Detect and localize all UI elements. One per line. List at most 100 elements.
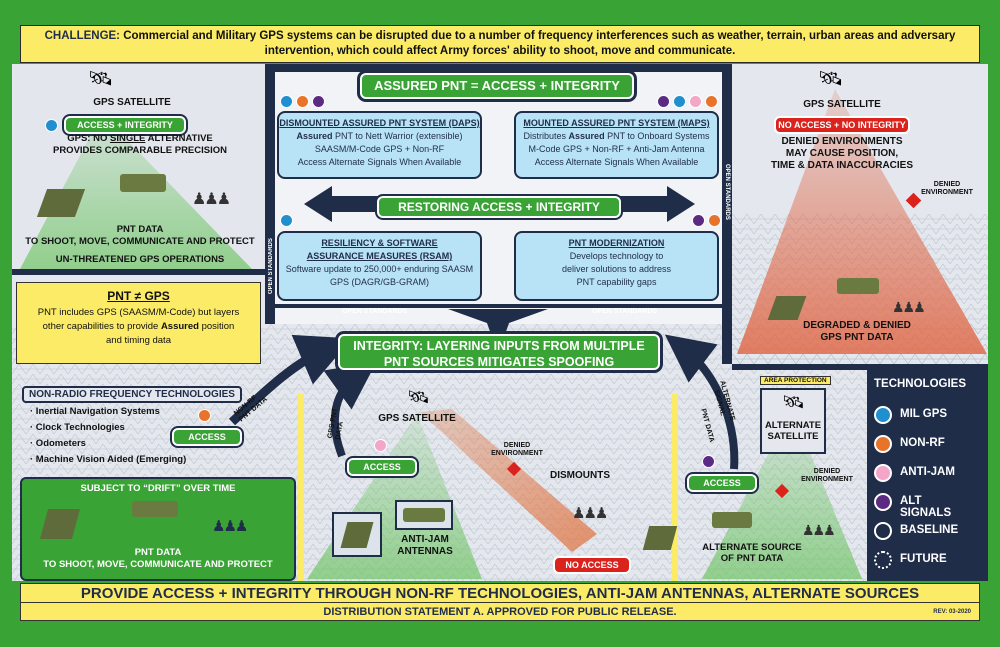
rsam-l2: GPS (DAGR/GB-GRAM)	[329, 277, 429, 287]
gps-satellite-label-left: GPS SATELLITE	[93, 97, 171, 108]
satellite-icon-alt: 🛰	[782, 392, 805, 412]
area-protection-label: AREA PROTECTION	[760, 376, 831, 385]
nonrf-item-3: · Odometers	[30, 438, 86, 449]
legend-label: NON-RF	[900, 437, 945, 449]
drift-line: SUBJECT TO “DRIFT” OVER TIME	[22, 483, 294, 494]
non-rf-dot-maps	[705, 95, 718, 108]
pnt-data-line2: TO SHOOT, MOVE, COMMUNICATE AND PROTECT	[25, 236, 255, 247]
revision-text: REV: 03-2020	[933, 609, 971, 615]
rsam-box: RESILIENCY & SOFTWARE ASSURANCE MEASURES…	[277, 231, 482, 301]
legend-dot-baseline	[874, 522, 892, 540]
alt-satellite-box: 🛰 ALTERNATE SATELLITE	[760, 388, 826, 454]
alt-source-l1: ALTERNATE SOURCE	[702, 542, 802, 553]
denied-env-label-right-top: DENIED ENVIRONMENT	[921, 181, 973, 196]
armored-vehicle-icon-right	[837, 278, 879, 294]
no-access-pill: NO ACCESS + NO INTEGRITY	[774, 116, 910, 134]
satellite-icon-middle: 🛰	[407, 387, 430, 407]
access-pill-middle: ACCESS	[347, 458, 417, 476]
daps-l2: SAASM/M-Code GPS + Non-RF	[314, 144, 445, 154]
access-pill-nonrf: ACCESS	[172, 428, 242, 446]
pnt-box-line2-pre: other capabilities to provide	[42, 321, 161, 332]
gps-no-alternative-text: GPS: NO SINGLE ALTERNATIVE PROVIDES COMP…	[20, 133, 260, 157]
legend-item-baseline: BASELINE	[874, 520, 974, 546]
maps-l1-rest: PNT to Onboard Systems	[604, 131, 710, 141]
denied-env-label-right-bottom: DENIED ENVIRONMENT	[792, 468, 862, 484]
alt-sat-l1: ALTERNATE	[764, 420, 822, 431]
denied-l1: DENIED ENVIRONMENTS	[781, 136, 903, 147]
daps-l1-bold: Assured	[296, 131, 333, 141]
footer-distribution: DISTRIBUTION STATEMENT A. APPROVED FOR P…	[20, 603, 980, 621]
gps-satellite-label-middle: GPS SATELLITE	[378, 413, 456, 424]
legend-dot-alt-signals	[874, 493, 892, 511]
non-rf-dot-bottom	[198, 409, 211, 422]
antijam-box-2	[395, 500, 453, 530]
rsam-title2: ASSURANCE MEASURES (RSAM)	[306, 251, 453, 261]
pnt-box-body: PNT includes GPS (SAASM/M-Code) but laye…	[17, 306, 260, 348]
drift-pnt2: TO SHOOT, MOVE, COMMUNICATE AND PROTECT	[43, 559, 273, 570]
integrity-line1: INTEGRITY: LAYERING INPUTS FROM MULTIPLE	[353, 339, 645, 353]
pnt-box-title: PNT ≠ GPS	[107, 289, 170, 303]
denied-right-1: DENIED	[813, 468, 841, 475]
armored-vehicle-icon-drift	[132, 501, 178, 517]
drift-pnt1: PNT DATA	[134, 547, 182, 558]
challenge-banner: CHALLENGE: Commercial and Military GPS s…	[20, 25, 980, 63]
access-pill-right: ACCESS	[687, 474, 757, 492]
drift-quote: “DRIFT”	[143, 483, 181, 494]
gps-line1-post: ALTERNATIVE	[145, 133, 213, 144]
nonrf-item-4: · Machine Vision Aided (Emerging)	[30, 454, 187, 465]
satellite-icon: 🛰	[88, 68, 114, 90]
antijam-label: ANTI-JAM ANTENNAS	[390, 534, 460, 558]
legend-label: BASELINE	[900, 524, 959, 536]
main-diagram-area: OPEN STANDARDS OPEN STANDARDS OPEN STAND…	[12, 64, 988, 581]
alt-source-label: ALTERNATE SOURCE OF PNT DATA	[692, 542, 812, 564]
mil-gps-dot	[45, 119, 58, 132]
pnt-box-line3: and timing data	[106, 335, 171, 346]
non-rf-dot-modern	[708, 214, 721, 227]
drift-box: SUBJECT TO “DRIFT” OVER TIME ♟♟♟ PNT DAT…	[20, 477, 296, 581]
dismounts-icon: ♟♟♟	[192, 191, 231, 208]
gps-line1-underlined: SINGLE	[110, 133, 146, 144]
legend-dot-mil-gps	[874, 406, 892, 424]
alt-signals-dot-bottom	[702, 455, 715, 468]
legend-dot-future	[874, 551, 892, 569]
non-rf-dot-daps	[296, 95, 309, 108]
legend-item-anti-jam: ANTI-JAM	[874, 462, 974, 488]
nonrf-title: NON-RADIO FREQUENCY TECHNOLOGIES	[22, 386, 242, 403]
assured-pnt-title: ASSURED PNT = ACCESS + INTEGRITY	[360, 73, 634, 99]
denied-l3: TIME & DATA INACCURACIES	[770, 160, 914, 171]
armored-vehicle-icon-right-bottom	[712, 512, 752, 528]
degraded-l2: GPS PNT DATA	[820, 332, 894, 343]
unthreatened-label: UN-THREATENED GPS OPERATIONS	[55, 254, 225, 265]
gps-line1-pre: GPS: NO	[67, 133, 110, 144]
legend-dot-anti-jam	[874, 464, 892, 482]
denied-environments-text: DENIED ENVIRONMENTS MAY CAUSE POSITION, …	[752, 136, 932, 172]
armored-vehicle-icon-middle	[403, 508, 445, 522]
pnt-box-line2-post: position	[198, 321, 235, 332]
alt-signals-dot-modern	[692, 214, 705, 227]
access-integrity-pill-left: ACCESS + INTEGRITY	[64, 116, 186, 134]
degraded-label: DEGRADED & DENIED GPS PNT DATA	[772, 320, 942, 344]
nonrf-item-1: · Inertial Navigation Systems	[30, 406, 160, 417]
denied-env-label-middle: DENIED ENVIRONMENT	[482, 442, 552, 458]
degraded-l1: DEGRADED & DENIED	[803, 320, 911, 331]
integrity-box: INTEGRITY: LAYERING INPUTS FROM MULTIPLE…	[338, 334, 660, 370]
launcher-vehicle-icon-drift	[39, 509, 81, 539]
legend-label: ANTI-JAM	[900, 466, 955, 478]
alt-satellite-label: ALTERNATE SATELLITE	[762, 420, 824, 442]
restoring-pill: RESTORING ACCESS + INTEGRITY	[377, 196, 621, 218]
legend-item-alt-signals: ALT SIGNALS	[874, 491, 974, 519]
gps-line2: PROVIDES COMPARABLE PRECISION	[52, 145, 227, 156]
open-standards-bottom-left: OPEN STANDARDS	[342, 308, 408, 315]
maps-title: MOUNTED ASSURED PNT SYSTEM (MAPS)	[523, 118, 710, 128]
dismounts-icon-middle: ♟♟♟	[572, 505, 608, 522]
challenge-text: Commercial and Military GPS systems can …	[123, 30, 956, 57]
mil-gps-dot-daps	[280, 95, 293, 108]
alt-sat-l2: SATELLITE	[767, 431, 819, 442]
alt-signals-dot-maps	[657, 95, 670, 108]
satellite-icon-right: 🛰	[818, 68, 844, 90]
dismounts-label: DISMOUNTS	[550, 470, 610, 481]
legend-dot-non-rf	[874, 435, 892, 453]
rsam-l1: Software update to 250,000+ enduring SAA…	[285, 264, 474, 274]
drift-post: OVER TIME	[180, 483, 236, 494]
